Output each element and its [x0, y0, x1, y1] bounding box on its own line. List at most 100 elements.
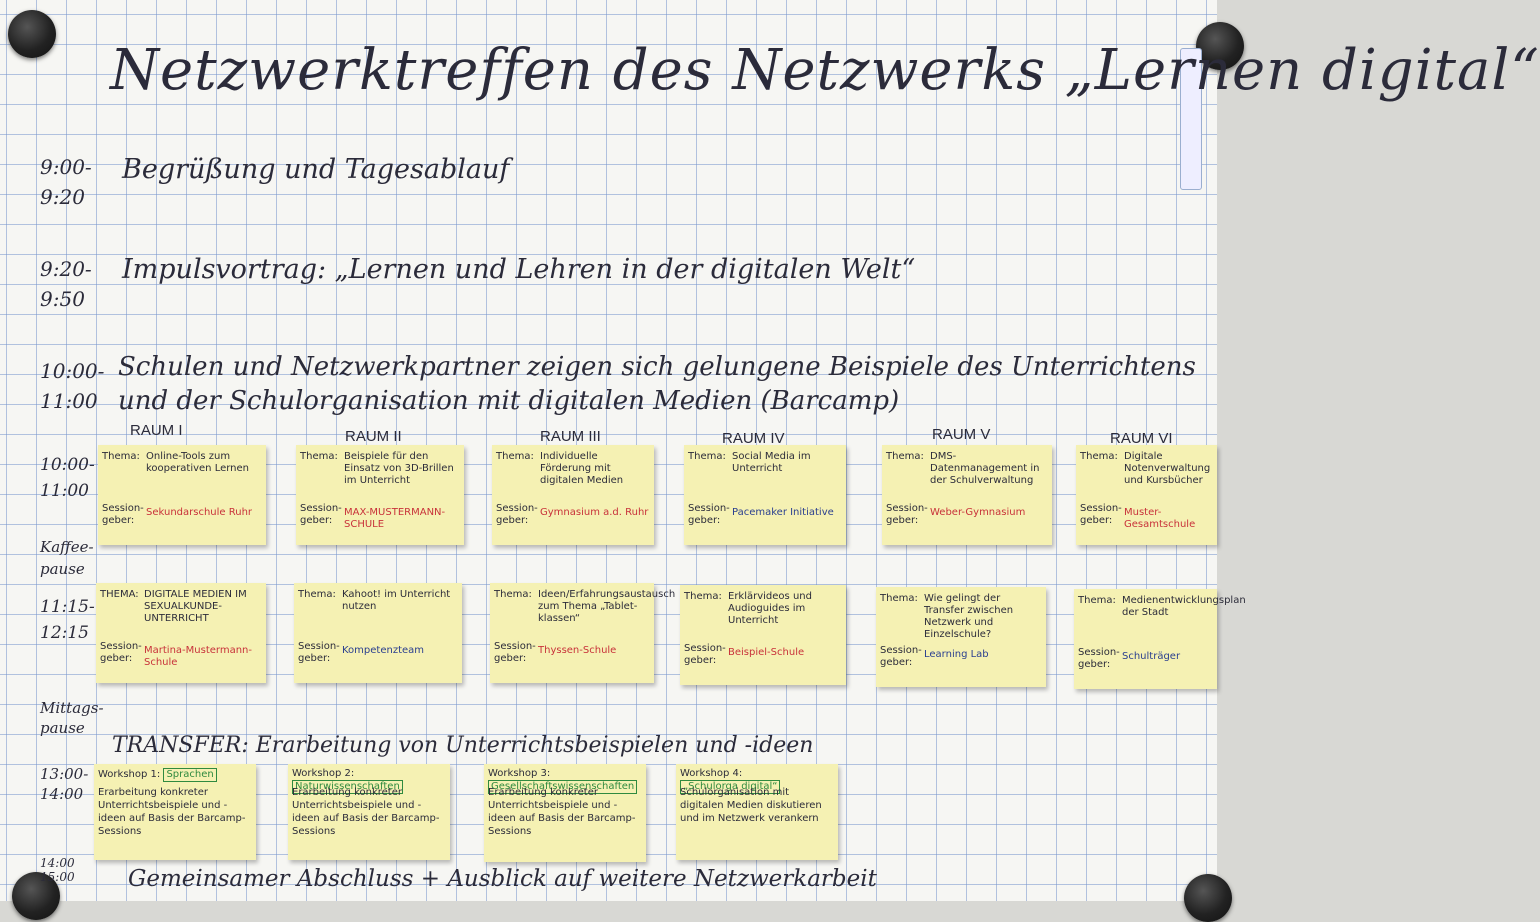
- slot-time-lunch-break: Mittags- pause: [40, 699, 104, 737]
- slot-time-second: 11:15- 12:15: [40, 597, 95, 643]
- workshop-number: Workshop 3:: [488, 768, 551, 779]
- workshop-number: Workshop 1:: [98, 769, 161, 780]
- workshop-header: Workshop 2: Naturwissenschaften: [292, 768, 446, 794]
- workshop-subject: „Schulorga digital“: [680, 780, 781, 794]
- workshop-description: Erarbeitung konkreter Unterrichtsbeispie…: [292, 787, 440, 837]
- workshop-subject: Gesellschaftswissenschaften: [488, 780, 638, 794]
- workshop-note-2: Workshop 2: Naturwissenschaften Erarbeit…: [288, 764, 450, 860]
- session-topic: Individuelle Förderung mit digitalen Med…: [540, 451, 624, 486]
- session-giver: Schulträger: [1122, 651, 1181, 662]
- session-note-room4-first: Thema: Social Media im Unterricht Sessio…: [684, 445, 846, 545]
- paper-label-sticker: [1180, 48, 1202, 190]
- session-note-room2-first: Thema: Beispiele für den Einsatz von 3D-…: [296, 445, 464, 545]
- magnet-bottom-right: [1184, 874, 1232, 922]
- session-giver: Sekundarschule Ruhr: [146, 507, 253, 518]
- workshop-note-3: Workshop 3: Gesellschaftswissenschaften …: [484, 764, 646, 862]
- agenda-item-3-line2: und der Schulorganisation mit digitalen …: [118, 386, 900, 416]
- room-header-5: RAUM V: [932, 426, 991, 443]
- slot-time-coffee-break: Kaffee- pause: [40, 538, 94, 578]
- session-giver-label: Session- geber:: [1080, 503, 1122, 526]
- session-topic: Wie gelingt der Transfer zwischen Netzwe…: [924, 593, 1014, 640]
- session-giver: Gymnasium a.d. Ruhr: [540, 507, 649, 518]
- workshop-description: Schulorganisation mit digitalen Medien d…: [680, 787, 822, 824]
- session-note-room6-second: Thema: Medienentwicklungsplan der Stadt …: [1074, 589, 1246, 689]
- session-giver-label: Session- geber:: [102, 503, 144, 526]
- session-topic: DMS-Datenmanagement in der Schulverwaltu…: [930, 451, 1040, 486]
- session-giver: Muster-Gesamtschule: [1124, 507, 1196, 530]
- thema-label: Thema:: [1080, 451, 1118, 462]
- session-giver-label: Session- geber:: [1078, 647, 1120, 670]
- thema-label: Thema:: [886, 451, 924, 462]
- session-topic: Digitale Notenverwaltung und Kursbücher: [1124, 451, 1211, 486]
- thema-label: Thema:: [102, 451, 140, 462]
- session-topic: Social Media im Unterricht: [732, 451, 811, 474]
- slot-time-end: 14:00 15:00: [40, 856, 75, 884]
- session-giver: Kompetenzteam: [342, 645, 425, 656]
- session-topic: Beispiele für den Einsatz von 3D-Brillen…: [344, 451, 454, 486]
- session-giver: Beispiel-Schule: [728, 647, 805, 658]
- magnet-top-left: [8, 10, 56, 58]
- thema-label: Thema:: [300, 451, 338, 462]
- session-giver-label: Session- geber:: [688, 503, 730, 526]
- room-header-2: RAUM II: [345, 428, 402, 445]
- session-note-room1-second: THEMA: DIGITALE MEDIEN IM SEXUALKUNDE-UN…: [96, 583, 266, 683]
- slot-time-first: 10:00- 11:00: [40, 455, 95, 501]
- session-giver-label: Session- geber:: [886, 503, 928, 526]
- magnet-top-right: [1196, 22, 1244, 70]
- closing-line: Gemeinsamer Abschluss + Ausblick auf wei…: [128, 866, 877, 892]
- session-topic: Online-Tools zum kooperativen Lernen: [146, 451, 250, 474]
- session-note-room3-first: Thema: Individuelle Förderung mit digita…: [492, 445, 654, 545]
- session-giver-label: Session- geber:: [300, 503, 342, 526]
- workshop-header: Workshop 3: Gesellschaftswissenschaften: [488, 768, 642, 794]
- agenda-item-1: Begrüßung und Tagesablauf: [122, 154, 510, 185]
- session-topic: DIGITALE MEDIEN IM SEXUALKUNDE-UNTERRICH…: [144, 589, 247, 624]
- session-note-room5-second: Thema: Wie gelingt der Transfer zwischen…: [876, 587, 1046, 687]
- session-topic: Erklärvideos und Audioguides im Unterric…: [728, 591, 812, 626]
- session-giver: Martina-Mustermann-Schule: [144, 645, 252, 668]
- thema-label: Thema:: [298, 589, 336, 600]
- page-title: Netzwerktreffen des Netzwerks „Lernen di…: [110, 38, 1540, 103]
- session-giver-label: Session- geber:: [298, 641, 340, 664]
- workshop-number: Workshop 2:: [292, 768, 355, 779]
- session-giver: Learning Lab: [924, 649, 989, 660]
- session-note-room5-first: Thema: DMS-Datenmanagement in der Schulv…: [882, 445, 1052, 545]
- session-note-room3-second: Thema: Ideen/Erfahrungsaustausch zum The…: [490, 583, 675, 683]
- session-topic: Kahoot! im Unterricht nutzen: [342, 589, 451, 612]
- session-giver: Thyssen-Schule: [538, 645, 617, 656]
- workshop-header: Workshop 4: „Schulorga digital“: [680, 768, 834, 794]
- thema-label: Thema:: [496, 451, 534, 462]
- workshop-subject: Naturwissenschaften: [292, 780, 403, 794]
- agenda-item-3: Schulen und Netzwerkpartner zeigen sich …: [118, 352, 1196, 382]
- session-note-room6-first: Thema: Digitale Notenverwaltung und Kurs…: [1076, 445, 1217, 545]
- workshop-note-1: Workshop 1: Sprachen Erarbeitung konkret…: [94, 764, 256, 860]
- workshop-subject: Sprachen: [163, 768, 217, 782]
- workshop-description: Erarbeitung konkreter Unterrichtsbeispie…: [98, 787, 246, 837]
- session-giver-label: Session- geber:: [496, 503, 538, 526]
- thema-label: Thema:: [1078, 595, 1116, 606]
- room-header-1: RAUM I: [130, 422, 183, 439]
- session-giver: Weber-Gymnasium: [930, 507, 1026, 518]
- room-header-4: RAUM IV: [722, 430, 785, 447]
- transfer-heading: TRANSFER: Erarbeitung von Unterrichtsbei…: [112, 733, 814, 758]
- thema-label: Thema:: [494, 589, 532, 600]
- session-giver: MAX-MUSTERMANN-SCHULE: [344, 507, 446, 530]
- session-giver: Pacemaker Initiative: [732, 507, 834, 518]
- thema-label: THEMA:: [100, 589, 139, 600]
- session-note-room4-second: Thema: Erklärvideos und Audioguides im U…: [680, 585, 846, 685]
- agenda-time-1: 9:00- 9:20: [40, 155, 92, 209]
- room-header-6: RAUM VI: [1110, 430, 1173, 447]
- thema-label: Thema:: [684, 591, 722, 602]
- session-giver-label: Session- geber:: [880, 645, 922, 668]
- workshop-header: Workshop 1: Sprachen: [98, 768, 252, 782]
- workshop-number: Workshop 4:: [680, 768, 743, 779]
- agenda-time-2: 9:20- 9:50: [40, 257, 92, 311]
- workshop-note-4: Workshop 4: „Schulorga digital“ Schulorg…: [676, 764, 838, 860]
- session-note-room2-second: Thema: Kahoot! im Unterricht nutzen Sess…: [294, 583, 462, 683]
- agenda-time-3: 10:00- 11:00: [40, 359, 105, 413]
- magnet-bottom-left: [12, 872, 60, 920]
- session-giver-label: Session- geber:: [494, 641, 536, 664]
- agenda-item-2: Impulsvortrag: „Lernen und Lehren in der…: [122, 254, 916, 285]
- workshop-description: Erarbeitung konkreter Unterrichtsbeispie…: [488, 787, 636, 837]
- room-header-3: RAUM III: [540, 428, 601, 445]
